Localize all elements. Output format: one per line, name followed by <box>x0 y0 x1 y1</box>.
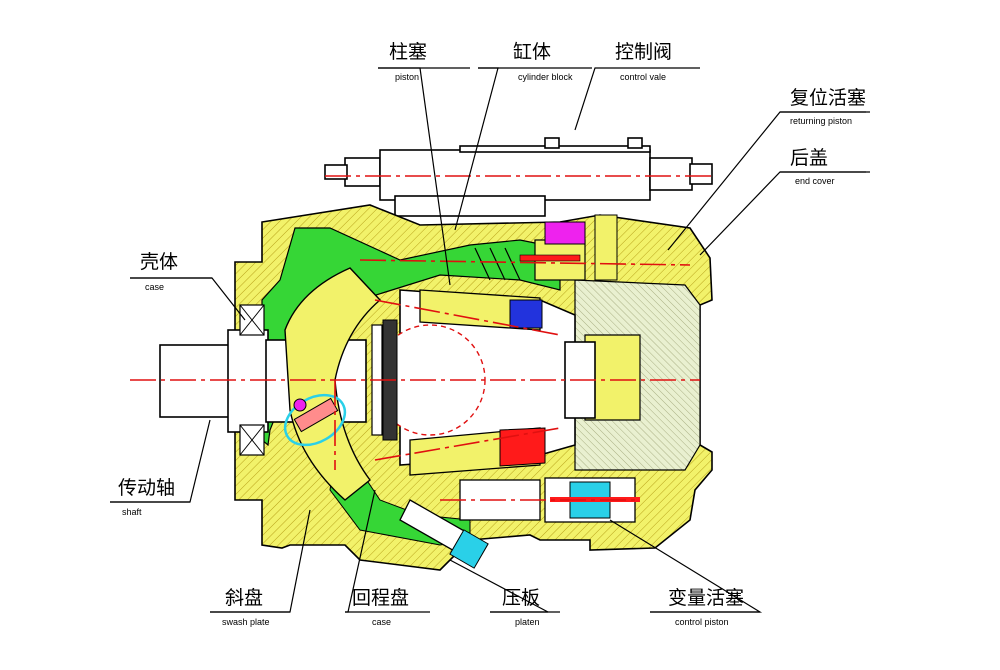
label-swash-plate: 斜盘 swash plate <box>210 587 290 627</box>
svg-text:control vale: control vale <box>620 72 666 82</box>
svg-text:shaft: shaft <box>122 507 142 517</box>
svg-text:end cover: end cover <box>795 176 835 186</box>
svg-text:returning piston: returning piston <box>790 116 852 126</box>
piston-lower <box>409 427 546 476</box>
piston-upper <box>419 289 543 331</box>
label-case: 壳体 case <box>130 251 212 292</box>
swash-plate <box>283 267 382 501</box>
label-shaft: 传动轴 shaft <box>110 477 190 517</box>
svg-text:piston: piston <box>395 72 419 82</box>
label-platen: 压板 platen <box>490 587 560 627</box>
svg-text:platen: platen <box>515 617 540 627</box>
centerlines <box>130 175 712 501</box>
svg-text:变量活塞: 变量活塞 <box>668 587 744 609</box>
svg-text:控制阀: 控制阀 <box>615 41 672 63</box>
label-returning-piston: 复位活塞 returning piston <box>780 87 870 126</box>
label-end-cover: 后盖 end cover <box>780 147 870 186</box>
svg-text:cylinder block: cylinder block <box>518 72 573 82</box>
label-control-piston: 变量活塞 control piston <box>650 587 760 627</box>
svg-text:control piston: control piston <box>675 617 729 627</box>
label-retainer-plate: 回程盘 case <box>345 587 430 627</box>
label-cylinder-block: 缸体 cylinder block <box>478 41 592 82</box>
svg-text:case: case <box>145 282 164 292</box>
control-valve-block <box>324 137 713 217</box>
svg-text:壳体: 壳体 <box>140 251 178 273</box>
svg-text:压板: 压板 <box>502 587 540 609</box>
label-piston: 柱塞 piston <box>378 41 470 82</box>
svg-text:回程盘: 回程盘 <box>352 587 409 609</box>
platen-part <box>399 499 489 569</box>
svg-text:后盖: 后盖 <box>790 147 828 169</box>
svg-text:复位活塞: 复位活塞 <box>790 87 866 109</box>
svg-text:柱塞: 柱塞 <box>389 41 427 63</box>
returning-piston-part <box>474 214 618 281</box>
label-control-valve: 控制阀 control vale <box>608 41 700 82</box>
svg-text:swash plate: swash plate <box>222 617 270 627</box>
svg-text:case: case <box>372 617 391 627</box>
svg-text:斜盘: 斜盘 <box>225 587 263 609</box>
svg-text:缸体: 缸体 <box>513 41 551 63</box>
svg-text:传动轴: 传动轴 <box>118 477 175 499</box>
